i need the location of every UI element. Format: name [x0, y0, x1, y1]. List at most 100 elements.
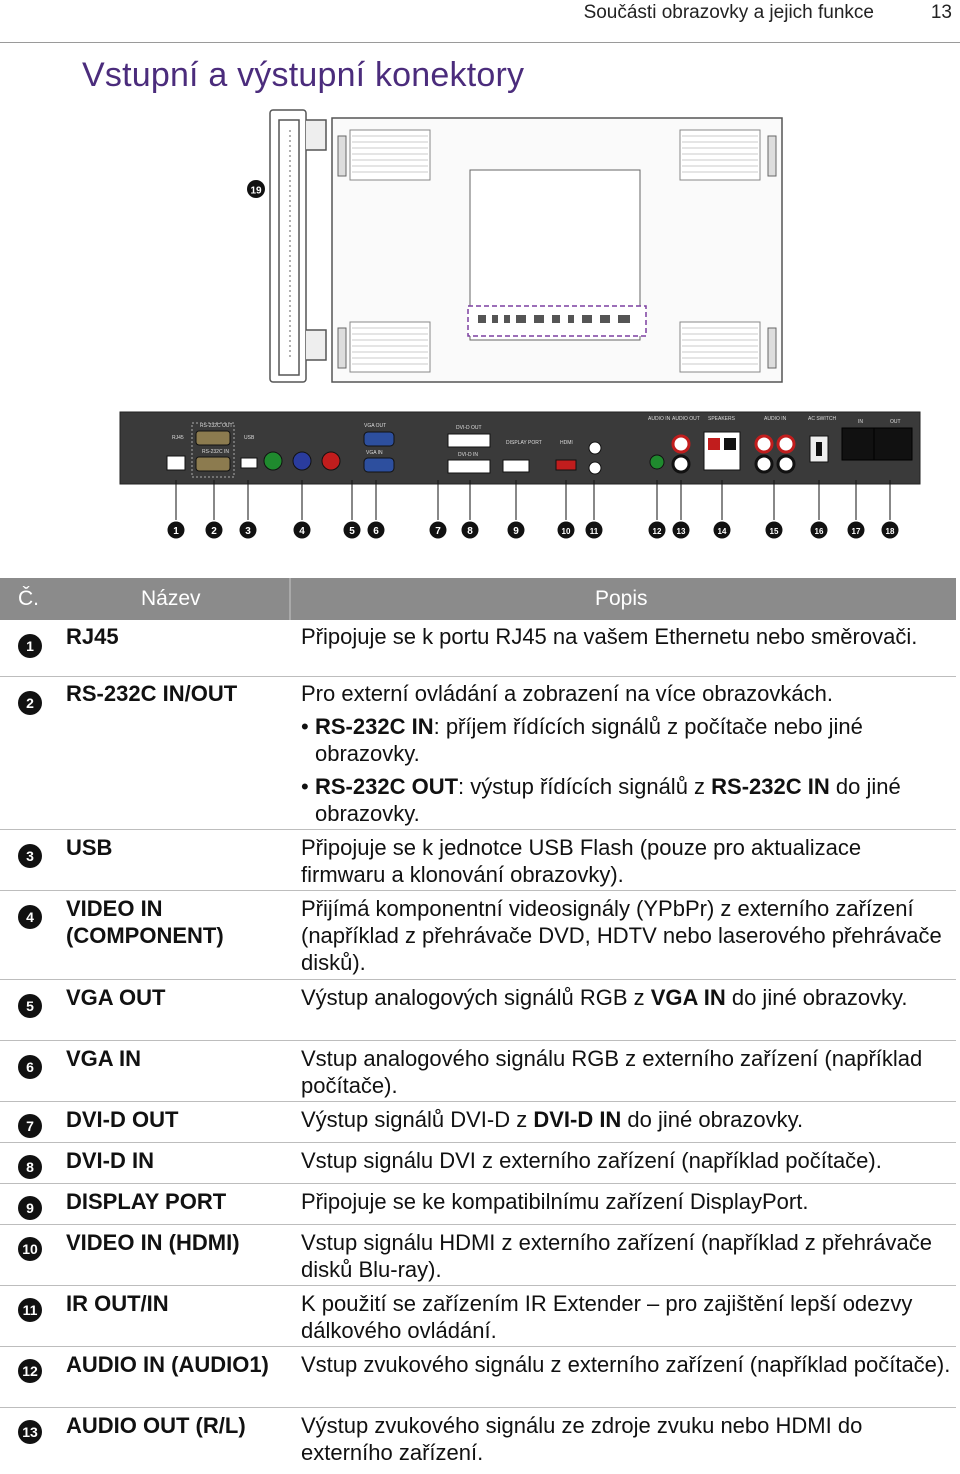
table-row: 6 VGA IN Vstup analogového signálu RGB z…: [0, 1041, 956, 1102]
table-row: 3 USB Připojuje se k jednotce USB Flash …: [0, 830, 956, 891]
callout-2: 2: [205, 521, 223, 539]
row-number-badge: 4: [18, 905, 42, 929]
row-name: VIDEO IN (COMPONENT): [66, 896, 224, 948]
row-name: VIDEO IN (HDMI): [66, 1230, 240, 1255]
table-row: 8 DVI-D IN Vstup signálu DVI z externího…: [0, 1143, 956, 1184]
table-row: 11 IR OUT/IN K použití se zařízením IR E…: [0, 1286, 956, 1347]
label-dvi-out: DVI-D OUT: [456, 425, 482, 431]
callout-10: 10: [557, 521, 575, 539]
label-ac-in: IN: [858, 419, 863, 425]
callout-9: 9: [507, 521, 525, 539]
bullet-item: RS-232C OUT: výstup řídících signálů z R…: [301, 773, 951, 827]
callout-19: 19: [247, 180, 265, 198]
callout-13: 13: [672, 521, 690, 539]
callout-14: 14: [713, 521, 731, 539]
label-rs232-in: RS-232C IN: [202, 449, 229, 455]
header-description: Popis: [595, 587, 648, 610]
row-description-text: Pro externí ovládání a zobrazení na více…: [301, 681, 833, 706]
callout-12: 12: [648, 521, 666, 539]
row-name: AUDIO IN (AUDIO1): [66, 1352, 269, 1377]
desc-term: VGA IN: [650, 985, 726, 1010]
bullet-list: RS-232C IN: příjem řídících signálů z po…: [301, 713, 951, 827]
row-number-badge: 12: [18, 1359, 42, 1383]
table-row: 12 AUDIO IN (AUDIO1) Vstup zvukového sig…: [0, 1347, 956, 1408]
svg-text:9: 9: [513, 526, 519, 537]
bullet-text: : příjem řídících signálů z počítače neb…: [315, 714, 863, 766]
callout-16: 16: [810, 521, 828, 539]
row-description: Výstup signálů DVI-D z DVI-D IN do jiné …: [301, 1106, 951, 1133]
table-row: 1 RJ45 Připojuje se k portu RJ45 na vaše…: [0, 620, 956, 677]
running-header: Součásti obrazovky a jejich funkce: [583, 2, 874, 23]
callout-leaders: [175, 480, 891, 520]
svg-text:8: 8: [467, 526, 473, 537]
svg-text:6: 6: [373, 526, 379, 537]
row-name: DVI-D IN: [66, 1148, 154, 1173]
row-description: Vstup signálu DVI z externího zařízení (…: [301, 1148, 882, 1173]
label-dp: DISPLAY PORT: [506, 440, 542, 446]
bullet-text-2: do jiné obrazovky.: [315, 774, 901, 826]
svg-text:12: 12: [653, 527, 662, 536]
row-number-badge: 11: [18, 1298, 42, 1322]
table-row: 13 AUDIO OUT (R/L) Výstup zvukového sign…: [0, 1408, 956, 1470]
label-rs232-out: RS-232C OUT: [200, 423, 233, 429]
svg-text:17: 17: [852, 527, 861, 536]
row-name: USB: [66, 835, 113, 860]
row-number-badge: 10: [18, 1237, 42, 1261]
callouts-row: 1 2 3 4 5 6 7 8 9 10 11 12 13 14 15 16 1…: [167, 521, 899, 539]
callout-15: 15: [765, 521, 783, 539]
row-number-badge: 3: [18, 844, 42, 868]
svg-text:15: 15: [770, 527, 779, 536]
callout-19-label: 19: [250, 186, 262, 197]
svg-text:5: 5: [349, 526, 355, 537]
rear-panel-illustration: 19: [119, 109, 921, 539]
label-vga-in: VGA IN: [366, 450, 383, 456]
row-description: Výstup analogových signálů RGB z VGA IN …: [301, 984, 951, 1011]
header-number: Č.: [18, 587, 39, 610]
table-row: 10 VIDEO IN (HDMI) Vstup signálu HDMI z …: [0, 1225, 956, 1286]
svg-text:14: 14: [718, 527, 727, 536]
desc-part: Výstup analogových signálů RGB z: [301, 985, 651, 1010]
desc-term: DVI-D IN: [533, 1107, 622, 1132]
row-description: Vstup zvukového signálu z externího zaří…: [301, 1352, 951, 1377]
table-header: Č. Název Popis: [0, 578, 956, 620]
label-audio-out: AUDIO OUT: [672, 416, 700, 422]
svg-text:7: 7: [435, 526, 441, 537]
desc-part: do jiné obrazovky.: [725, 985, 908, 1010]
label-audio-in1: AUDIO IN: [648, 416, 671, 422]
table-row: 5 VGA OUT Výstup analogových signálů RGB…: [0, 980, 956, 1041]
row-number-badge: 13: [18, 1420, 42, 1444]
row-name: IR OUT/IN: [66, 1291, 169, 1316]
row-description: Výstup zvukového signálu ze zdroje zvuku…: [301, 1413, 863, 1465]
row-number-badge: 2: [18, 691, 42, 715]
row-number-badge: 9: [18, 1196, 42, 1220]
bullet-term: RS-232C IN: [315, 714, 434, 739]
row-name: VGA IN: [66, 1046, 141, 1071]
svg-text:4: 4: [299, 526, 305, 537]
page-header: Součásti obrazovky a jejich funkce 13: [0, 0, 960, 43]
rear-view: [331, 117, 783, 383]
label-audio-in: AUDIO IN: [764, 416, 787, 422]
desc-part: do jiné obrazovky.: [621, 1107, 804, 1132]
svg-text:2: 2: [211, 526, 217, 537]
callout-6: 6: [367, 521, 385, 539]
callout-3: 3: [239, 521, 257, 539]
table-row: 9 DISPLAY PORT Připojuje se ke kompatibi…: [0, 1184, 956, 1225]
header-divider: [289, 578, 291, 620]
row-number-badge: 8: [18, 1155, 42, 1179]
callout-5: 5: [343, 521, 361, 539]
header-name: Název: [141, 587, 201, 610]
svg-text:16: 16: [815, 527, 824, 536]
row-name: RJ45: [66, 624, 119, 649]
callout-7: 7: [429, 521, 447, 539]
table-row: 4 VIDEO IN (COMPONENT) Přijímá komponent…: [0, 891, 956, 980]
row-number-badge: 1: [18, 634, 42, 658]
row-name: VGA OUT: [66, 985, 166, 1010]
row-description: Připojuje se k portu RJ45 na vašem Ether…: [301, 624, 918, 649]
row-name: DVI-D OUT: [66, 1107, 179, 1132]
label-rj45: RJ45: [172, 435, 184, 441]
desc-part: Výstup signálů DVI-D z: [301, 1107, 534, 1132]
row-description: Vstup signálu HDMI z externího zařízení …: [301, 1230, 932, 1282]
label-hdmi: HDMI: [560, 440, 573, 446]
label-speakers: SPEAKERS: [708, 416, 736, 422]
row-description: K použití se zařízením IR Extender – pro…: [301, 1291, 913, 1343]
